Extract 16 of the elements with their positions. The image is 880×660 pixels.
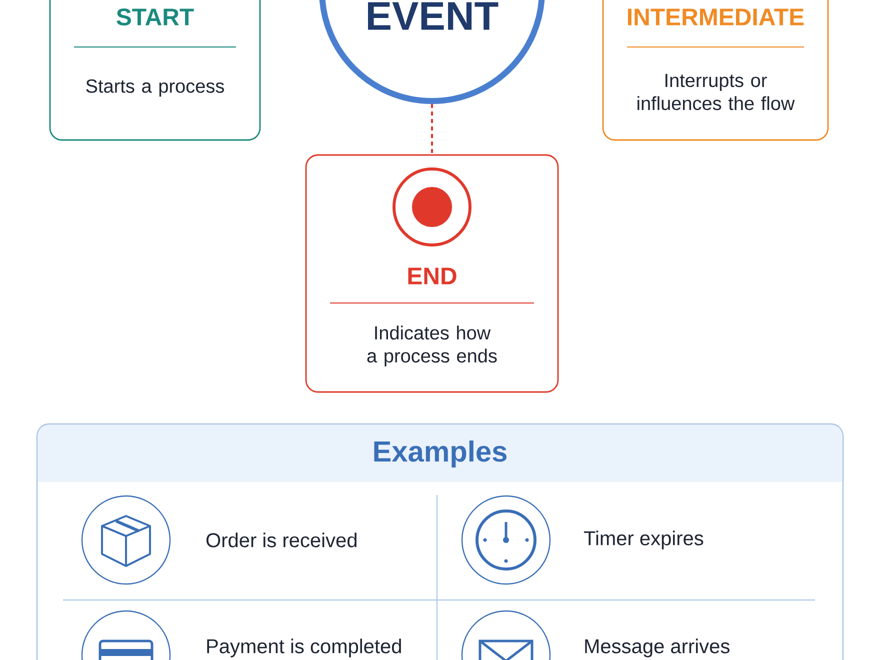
- example-text: Message arrives: [585, 638, 730, 658]
- example-text: Timer expires: [584, 530, 704, 550]
- card-description: Interrupts or influences the flow: [638, 74, 795, 110]
- example-text: Payment is completed: [207, 638, 401, 658]
- card-heading: INTERMEDIATE: [628, 8, 804, 26]
- examples-panel: [36, 423, 844, 660]
- card-heading: END: [408, 268, 456, 284]
- connector-line: [431, 104, 433, 154]
- panel-heading: Examples: [374, 440, 506, 468]
- card-heading: START: [116, 8, 194, 26]
- event-card: [602, 0, 829, 141]
- card-description: Starts a process: [86, 79, 224, 97]
- card-description: Indicates how a process ends: [367, 326, 497, 366]
- example-text: Order is received: [206, 532, 356, 548]
- event-card: [305, 154, 559, 393]
- event-card: [49, 0, 261, 141]
